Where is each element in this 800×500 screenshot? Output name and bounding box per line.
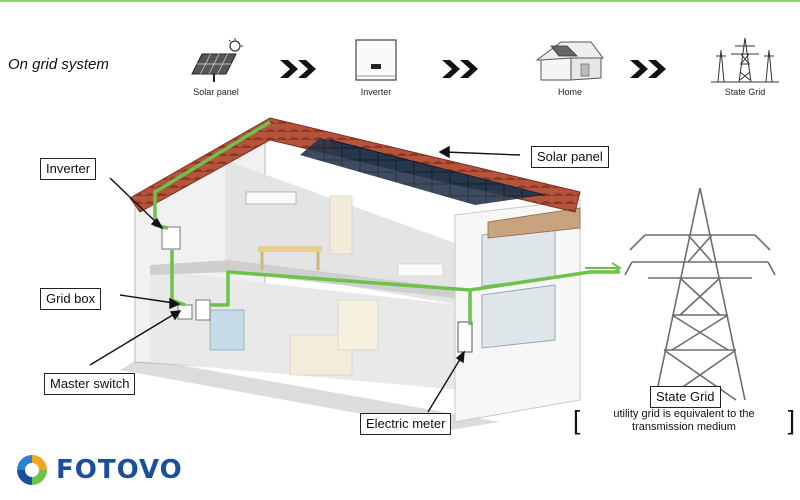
double-chevron-arrow-icon	[630, 60, 666, 78]
air-conditioner	[245, 191, 297, 205]
ground-shadow	[120, 358, 500, 430]
callout-inverter: Inverter	[40, 158, 97, 180]
shelf	[397, 263, 444, 277]
window-awning	[487, 207, 581, 239]
top-divider	[0, 0, 800, 2]
flow-step-label: Solar panel	[193, 87, 239, 97]
storage-battery	[209, 309, 245, 351]
flow-title: On grid system	[8, 56, 109, 73]
lower-cabinet	[337, 299, 379, 351]
table-top	[258, 246, 322, 252]
house-illustration	[89, 117, 776, 430]
electric-meter-device	[457, 321, 473, 353]
callout-state-grid: State Grid	[650, 386, 721, 408]
inverter-icon	[355, 39, 397, 81]
lower-window	[481, 284, 556, 349]
brand-name: FOTOVO	[56, 455, 183, 485]
floor-slab	[150, 260, 470, 300]
flow-step-label: Inverter	[360, 87, 392, 97]
brand-logo: FOTOVO	[14, 452, 183, 488]
callout-grid-box: Grid box	[40, 288, 102, 310]
callout-electric-meter: Electric meter	[360, 413, 452, 435]
flow-step-solar-panel: Solar panel	[180, 38, 252, 97]
transmission-tower-large	[624, 187, 776, 401]
state-grid-note: [ utility grid is equivalent to the tran…	[573, 405, 795, 435]
fotovo-logo-icon	[17, 455, 47, 485]
grid-feed-arrow	[585, 262, 622, 274]
double-chevron-arrow-icon	[442, 60, 478, 78]
grid-box-device	[195, 299, 211, 321]
callout-solar-panel: Solar panel	[531, 146, 609, 168]
leader-lines	[89, 145, 521, 413]
flow-step-state-grid: State Grid	[705, 36, 785, 97]
flow-step-label: State Grid	[724, 87, 766, 97]
transmission-tower-icon	[711, 37, 779, 83]
state-grid-note-text: utility grid is equivalent to the transm…	[613, 408, 755, 433]
callout-master-switch: Master switch	[44, 373, 136, 395]
house-roof	[129, 117, 581, 213]
inverter-device	[161, 226, 181, 250]
flow-step-home: Home	[525, 38, 615, 97]
flow-step-label: Home	[557, 87, 582, 97]
double-chevron-arrow-icon	[280, 60, 316, 78]
upper-cabinet	[329, 195, 353, 255]
home-icon	[535, 41, 604, 81]
roof-solar-array-lower	[300, 138, 545, 205]
flow-step-inverter: Inverter	[340, 38, 412, 97]
solar-panel-icon	[191, 38, 243, 82]
